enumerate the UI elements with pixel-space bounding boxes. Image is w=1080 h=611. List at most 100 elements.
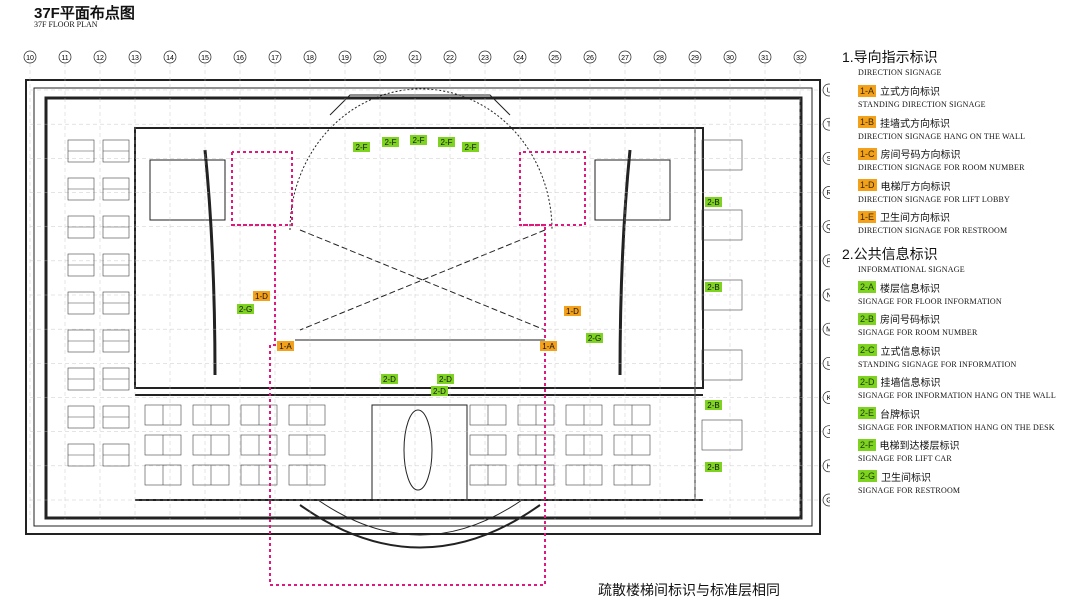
svg-text:2-F: 2-F [385,138,397,147]
sign-code-badge: 1-A [858,84,877,97]
svg-text:R: R [826,190,830,197]
sign-code-badge: 2-C [858,344,877,356]
sign-code-badge: 1-E [858,210,877,223]
plan-sign-tag: 2-F [438,137,455,147]
svg-text:23: 23 [481,55,489,62]
workstation [240,434,278,456]
sign-name-en: STANDING SIGNAGE FOR INFORMATION [858,359,1017,369]
row-grid-label: J [822,425,830,439]
svg-text:22: 22 [446,55,454,62]
column-grid-label: 15 [198,50,212,64]
sign-name-cn: 挂墙信息标识 [880,378,941,389]
plan-sign-tag: 2-F [382,137,399,147]
column-grid-label: 10 [23,50,37,64]
sign-name-en: SIGNAGE FOR RESTROOM [858,485,961,495]
sign-name-cn: 台牌标识 [880,409,921,421]
workstation [67,253,95,277]
column-grid-label: 11 [58,50,72,64]
svg-text:26: 26 [586,55,594,62]
svg-text:2-D: 2-D [383,375,396,384]
column-grid-label: 26 [583,50,597,64]
svg-text:14: 14 [166,55,174,62]
column-grid-label: 14 [163,50,177,64]
workstation [469,434,507,456]
workstation [67,139,95,163]
sign-code-badge: 1-D [858,179,877,191]
plan-sign-tag: 2-F [462,142,479,152]
workstation [102,139,130,163]
svg-text:T: T [827,122,830,129]
workstation [102,329,130,353]
column-grid-label: 24 [513,50,527,64]
workstation [192,434,230,456]
sign-name-en: DIRECTION SIGNAGE FOR ROOM NUMBER [858,163,1025,172]
workstation [67,177,95,201]
workstation [613,464,651,486]
svg-text:13: 13 [131,55,139,62]
workstation [613,434,651,456]
plan-sign-tag: 1-A [277,341,294,351]
sign-code-badge: 1-B [858,116,877,128]
sign-name-en: SIGNAGE FOR LIFT CAR [858,454,952,463]
plan-sign-tag: 2-D [431,386,448,396]
sign-name-en: SIGNAGE FOR INFORMATION HANG ON THE DESK [858,422,1055,432]
workstation [469,464,507,486]
workstation [102,177,130,201]
office-furniture [701,349,743,381]
workstation [192,404,230,426]
legend-section1-subtitle: DIRECTION SIGNAGE [858,68,942,77]
svg-text:G: G [826,498,830,505]
sign-code-badge: 2-E [858,407,877,419]
workstation [67,329,95,353]
column-grid-label: 25 [548,50,562,64]
row-grid-label: S [822,151,830,165]
column-grid-label: 17 [268,50,282,64]
plan-sign-tag: 2-B [705,400,722,410]
svg-text:20: 20 [376,55,384,62]
svg-text:1-A: 1-A [542,342,555,351]
sign-name-cn: 房间号码方向标识 [880,150,961,161]
plan-sign-tag: 2-F [410,135,427,145]
plan-sign-tag: 1-D [564,306,581,316]
svg-text:11: 11 [61,55,68,62]
workstation [240,464,278,486]
workstation [288,434,326,456]
workstation [102,291,130,315]
column-grid-label: 20 [373,50,387,64]
svg-text:16: 16 [236,55,244,62]
workstation [144,464,182,486]
plan-sign-tag: 1-D [253,291,270,301]
column-grid-label: 27 [618,50,632,64]
svg-text:2-F: 2-F [441,138,453,147]
svg-text:12: 12 [96,55,104,62]
plan-sign-tag: 2-D [381,374,398,384]
office-furniture [701,139,743,171]
svg-text:P: P [827,258,830,265]
svg-text:1-D: 1-D [255,292,268,301]
sign-code-badge: 1-C [858,147,877,160]
sign-code-badge: 2-A [858,281,877,293]
column-grid-label: 18 [303,50,317,64]
sign-name-en: SIGNAGE FOR INFORMATION HANG ON THE WALL [858,391,1056,400]
column-grid-label: 21 [408,50,422,64]
row-grid-label: G [822,493,830,507]
workstation [565,434,603,456]
workstation [102,367,130,391]
svg-text:L: L [827,361,830,368]
workstation [192,464,230,486]
svg-text:2-B: 2-B [707,401,719,410]
sign-name-en: DIRECTION SIGNAGE HANG ON THE WALL [858,131,1026,141]
sign-code-badge: 2-B [858,312,877,325]
svg-text:21: 21 [411,55,419,62]
svg-text:31: 31 [761,55,769,62]
column-grid-label: 29 [688,50,702,64]
sign-name-cn: 立式信息标识 [880,346,941,358]
sign-name-en: DIRECTION SIGNAGE FOR RESTROOM [858,226,1008,235]
sign-name-cn: 房间号码标识 [880,315,941,326]
